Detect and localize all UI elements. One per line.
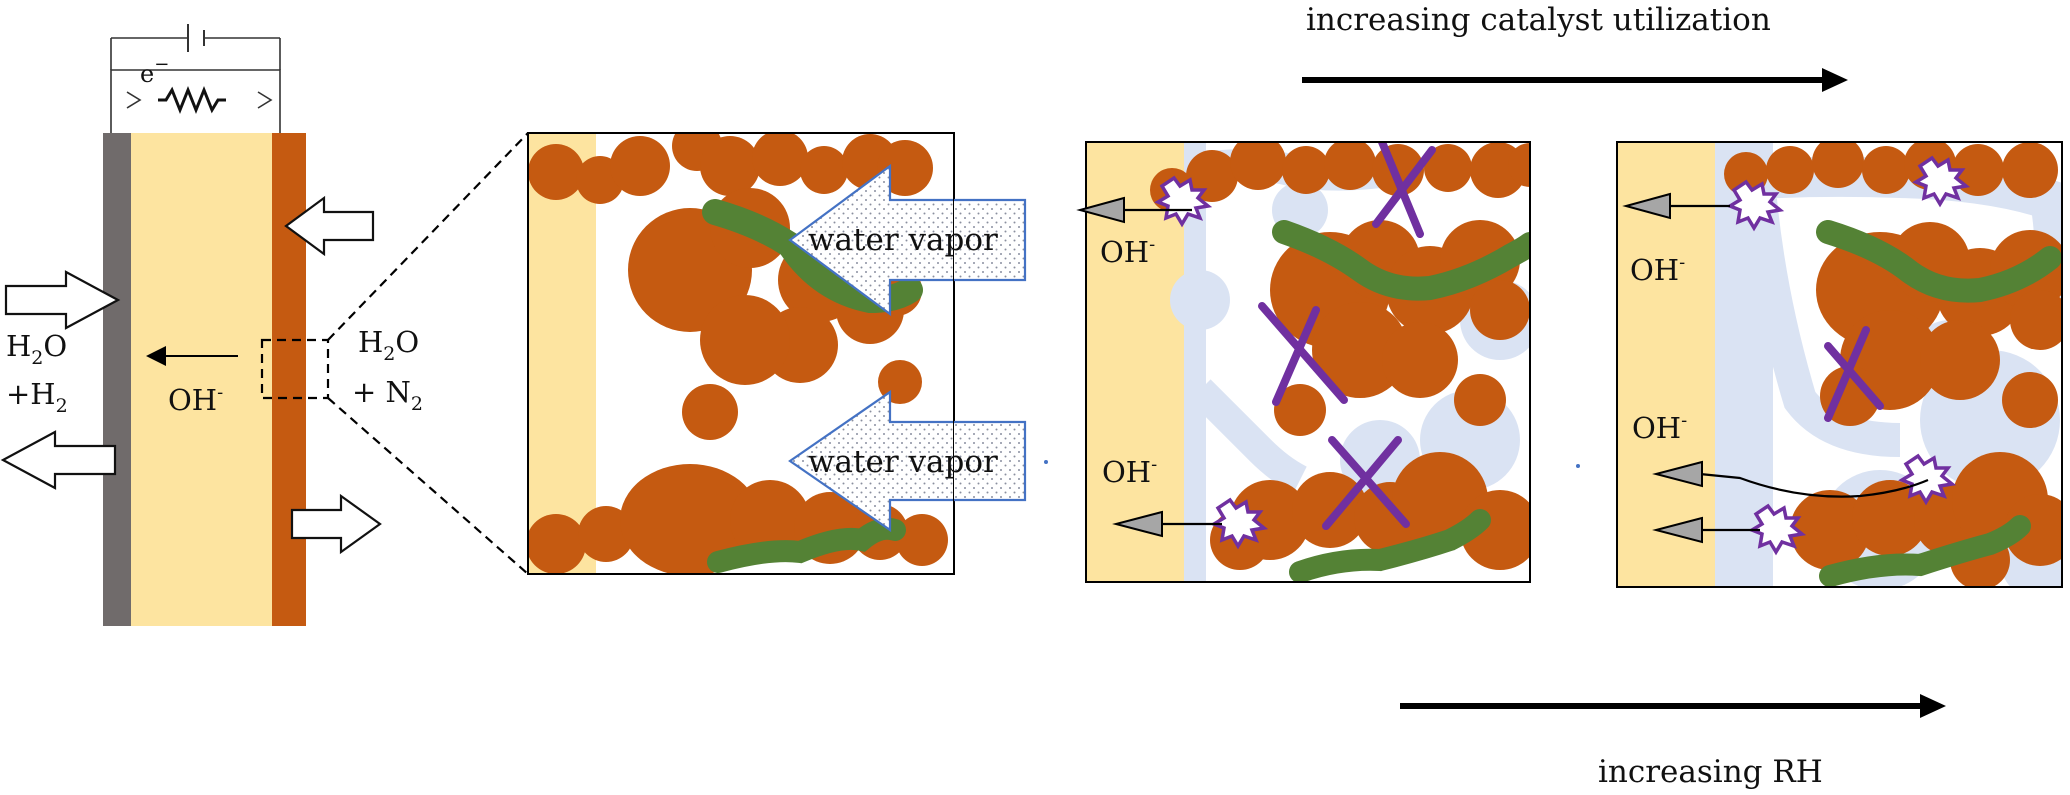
water-vapor-arrow-bottom xyxy=(788,389,954,533)
svg-text:OH-: OH- xyxy=(1102,454,1157,489)
svg-text:OH-: OH- xyxy=(1100,234,1155,269)
svg-text:OH-: OH- xyxy=(1632,410,1687,445)
external-circuit xyxy=(110,24,281,133)
p1-oh-label-top: OH xyxy=(1100,235,1149,269)
p1-oh-arrowhead-bottom xyxy=(1112,510,1163,538)
zoom-region-box xyxy=(260,338,330,400)
p2-oh-arrowhead-bottom xyxy=(1652,516,1703,544)
resistor xyxy=(158,85,226,115)
anode-layer xyxy=(103,133,131,626)
hydroxide-label: OH xyxy=(168,383,217,417)
zoom-line-top xyxy=(327,132,529,341)
cathode-gas-n2: + N xyxy=(352,375,411,409)
trend-relative-humidity: increasing RH xyxy=(1400,694,1946,790)
p2-ionomer-bottom xyxy=(1819,515,2031,587)
anode-gas-h: H xyxy=(6,329,31,363)
svg-text:OH-: OH- xyxy=(1630,252,1685,287)
p2-oh-arrowhead-top xyxy=(1622,192,1671,220)
electron-label: e xyxy=(140,60,154,88)
p2-oh-label-mid: OH xyxy=(1632,411,1681,445)
anode-inlet-arrow xyxy=(4,270,121,330)
trend-bottom-label: increasing RH xyxy=(1598,754,1823,790)
p2-oh-arrowhead-mid xyxy=(1652,460,1703,488)
trend-top-arrowhead xyxy=(1822,68,1848,92)
panel-low-rh: OH- OH- xyxy=(1076,141,1531,583)
svg-text:H2O: H2O xyxy=(358,325,419,365)
separator-dot-2 xyxy=(1576,464,1580,468)
p1-oh-label-bottom: OH xyxy=(1102,455,1151,489)
hydroxide-charge: - xyxy=(217,382,223,403)
water-vapor-label-top: water vapor xyxy=(808,222,998,258)
membrane-layer xyxy=(130,133,273,626)
zoom-membrane xyxy=(528,133,596,574)
anode-gas-h2: +H xyxy=(6,377,56,411)
p1-active-site-top xyxy=(1154,175,1213,228)
svg-text:e−: e− xyxy=(140,54,169,88)
cathode-layer xyxy=(272,133,306,626)
zoom-line-bottom xyxy=(327,397,529,575)
p1-inactive-marks xyxy=(1258,142,1436,530)
zoom-catalyst xyxy=(528,133,948,574)
svg-text:+ N2: + N2 xyxy=(352,375,423,415)
water-vapor-arrow-top xyxy=(788,163,954,317)
water-vapor-label-bottom: water vapor xyxy=(808,444,998,480)
svg-text:H2O: H2O xyxy=(6,329,67,369)
anode-outlet-arrow xyxy=(0,430,117,490)
separator-dot-1 xyxy=(1044,460,1048,464)
trend-catalyst-utilization: increasing catalyst utilization xyxy=(1302,2,1848,92)
svg-text:OH-: OH- xyxy=(168,382,223,417)
cathode-inlet-arrow xyxy=(284,195,375,257)
cathode-gas-h: H xyxy=(358,325,383,359)
p1-oh-arrowhead-top xyxy=(1076,196,1125,224)
zoom-ionomer-bottom xyxy=(707,517,906,573)
p2-active-site-2 xyxy=(1912,155,1971,208)
fuel-cell-schematic: e− OH- H2O +H2 H2O + N2 xyxy=(0,24,529,626)
electron-charge: − xyxy=(154,54,169,75)
panel-high-rh: OH- OH- xyxy=(1616,141,2063,588)
p2-ionomer-top xyxy=(1816,220,2062,303)
trend-bottom-arrowhead xyxy=(1920,694,1946,718)
cathode-outlet-arrow xyxy=(290,493,382,555)
inactive-x-3 xyxy=(1328,436,1410,528)
inactive-x-2 xyxy=(1258,302,1348,404)
p2-inactive-mark xyxy=(1824,326,1884,422)
p1-ionomer-bottom xyxy=(1289,509,1491,582)
svg-text:+H2: +H2 xyxy=(6,377,68,417)
p2-oh-label-top: OH xyxy=(1630,253,1679,287)
zoom-panel: water vapor water vapor xyxy=(527,132,1027,575)
p2-active-site-3 xyxy=(1898,453,1957,506)
p2-active-site-1 xyxy=(1726,179,1785,232)
trend-top-label: increasing catalyst utilization xyxy=(1306,2,1771,38)
p1-ionomer-top xyxy=(1272,220,1530,301)
